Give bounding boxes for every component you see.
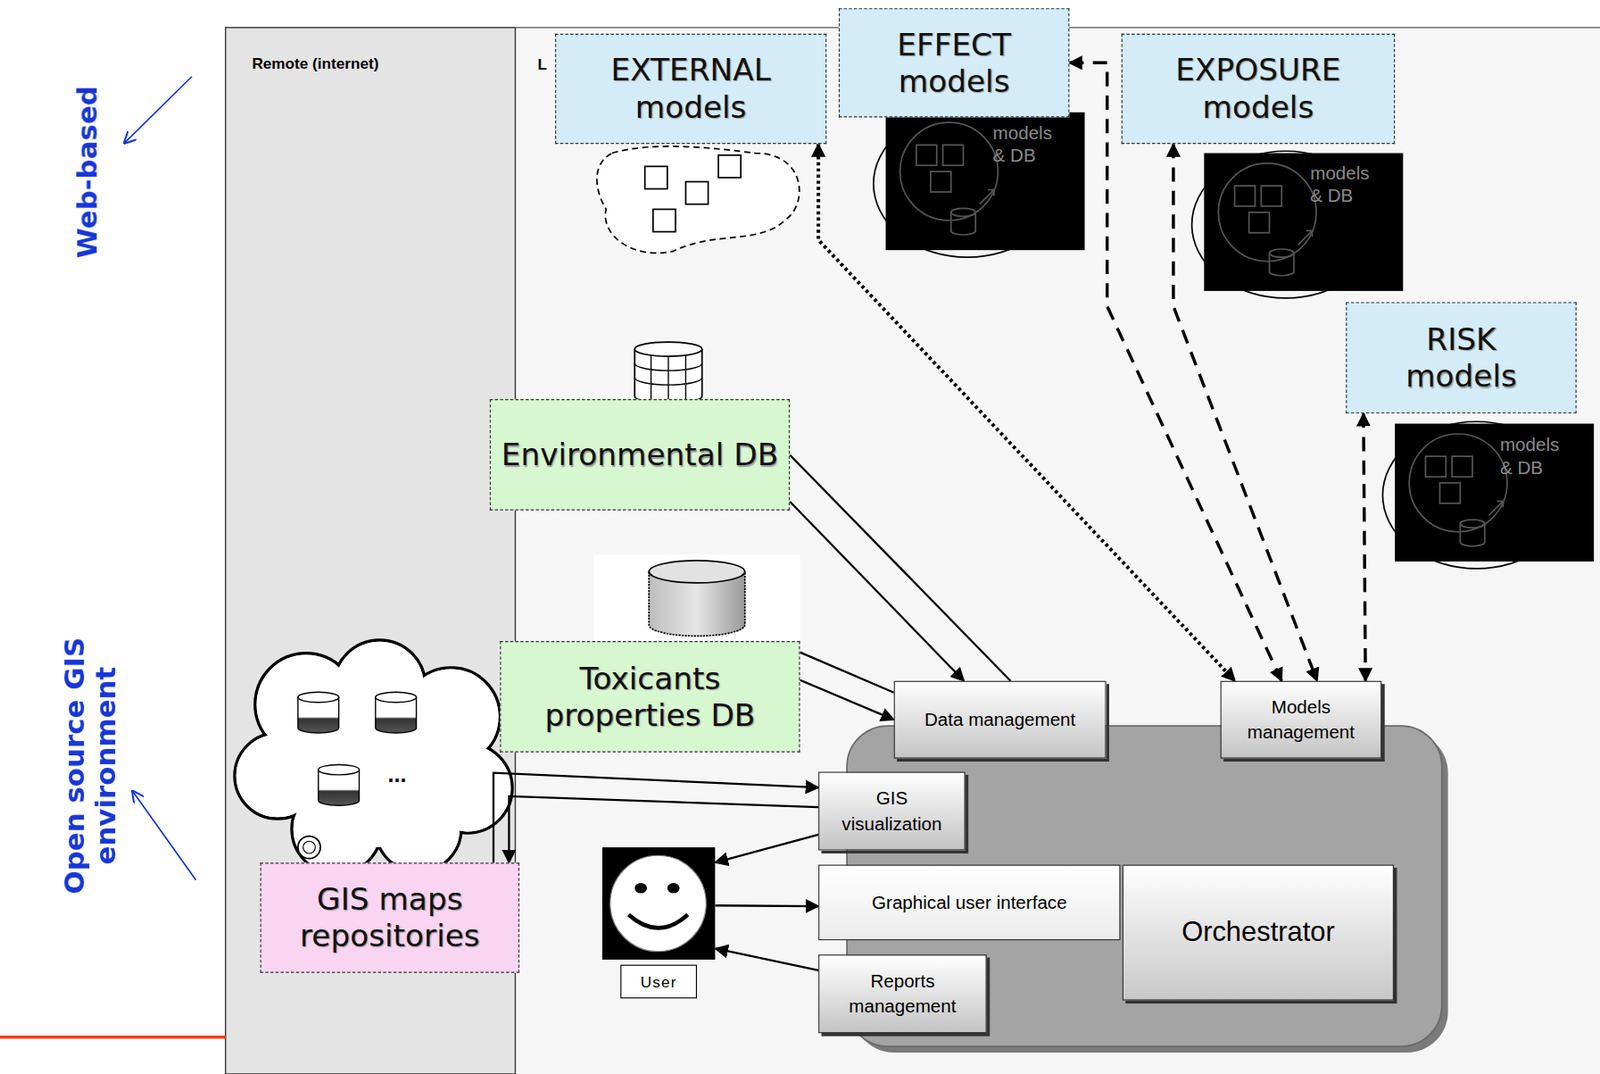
models-db-picture xyxy=(1382,421,1594,569)
node-text: EXTERNAL models xyxy=(578,51,804,125)
external-cloud xyxy=(685,182,708,205)
gis-cloud xyxy=(303,840,316,854)
pointer-arrow xyxy=(124,76,192,143)
gis-cloud xyxy=(236,641,512,872)
grid-database xyxy=(634,341,702,404)
node-text: Orchestrator xyxy=(1181,916,1335,948)
node-text: Data management xyxy=(924,706,1076,732)
face-frame xyxy=(602,846,716,960)
gis-cloud xyxy=(375,691,417,733)
picture-label: models & DB xyxy=(1500,434,1574,479)
node-text: Remote (internet) xyxy=(251,54,515,72)
gis-cloud xyxy=(234,639,513,874)
gis-cloud xyxy=(298,691,340,733)
remote-panel: GIS maps repositories Remote (internet) xyxy=(225,27,516,1074)
module-box: GIS visualization xyxy=(818,770,966,850)
grid-database xyxy=(634,341,702,357)
repository-box: GIS maps repositories xyxy=(260,862,520,972)
node-text: GIS maps repositories xyxy=(271,880,508,954)
picture-label: models & DB xyxy=(993,122,1067,166)
node-text: Graphical user interface xyxy=(871,889,1068,915)
local-area xyxy=(514,27,1600,1074)
connector xyxy=(715,903,819,907)
toxicants-database xyxy=(594,554,801,645)
side-label: Open source GIS environment xyxy=(58,591,122,939)
face-eye xyxy=(667,882,680,893)
module-box: Reports management xyxy=(818,953,987,1033)
external-cloud xyxy=(596,146,800,253)
gis-cloud xyxy=(234,639,513,874)
external-cloud xyxy=(653,208,676,232)
toxicants-database xyxy=(594,554,801,645)
connector xyxy=(1173,143,1318,680)
grid-database xyxy=(634,348,702,404)
node-text: EFFECT models xyxy=(862,25,1046,100)
user-face xyxy=(602,846,716,960)
model-group-box: EXTERNAL models xyxy=(555,33,827,144)
module-box: Data management xyxy=(894,680,1107,759)
side-label: Web-based xyxy=(70,33,103,310)
node-text: EXPOSURE models xyxy=(1144,51,1372,125)
toxicants-database xyxy=(648,560,745,583)
picture-label: models & DB xyxy=(1309,163,1384,208)
node-text: Models management xyxy=(1229,694,1373,745)
connector xyxy=(789,454,1011,680)
area-label: L xyxy=(538,55,548,73)
gis-cloud xyxy=(289,673,463,847)
model-group-box: EXPOSURE models xyxy=(1121,33,1395,144)
node-text: Toxicants properties DB xyxy=(511,659,789,733)
model-group-box: RISK models xyxy=(1345,301,1576,414)
orchestrator-box: Orchestrator xyxy=(1122,864,1394,1001)
database-box: Environmental DB xyxy=(489,398,790,511)
model-group-box: EFFECT models xyxy=(838,8,1070,117)
pointer-arrow xyxy=(132,790,197,879)
connector xyxy=(800,679,895,720)
connector xyxy=(715,834,819,863)
connector xyxy=(789,501,964,681)
node-text: Reports management xyxy=(827,968,978,1019)
node-text: RISK models xyxy=(1369,321,1554,395)
node-text: GIS visualization xyxy=(827,786,956,837)
face-smile xyxy=(628,914,688,929)
face-eye xyxy=(634,882,647,893)
ellipsis-label: ... xyxy=(388,761,407,788)
connector xyxy=(1363,413,1366,681)
models-db-picture xyxy=(1192,150,1404,299)
models-db-picture xyxy=(873,109,1086,257)
module-box: Graphical user interface xyxy=(818,864,1120,941)
face-circle xyxy=(610,854,706,951)
gis-cloud xyxy=(318,763,360,805)
node-text: User xyxy=(620,964,697,999)
connector xyxy=(1069,62,1282,680)
connector xyxy=(715,947,819,970)
node-text: Environmental DB xyxy=(501,436,779,473)
external-cloud xyxy=(645,165,668,189)
module-box: Models management xyxy=(1220,680,1383,759)
external-cloud xyxy=(596,146,800,253)
connectors xyxy=(493,62,1366,970)
database-box: Toxicants properties DB xyxy=(499,640,800,753)
external-cloud xyxy=(718,155,741,178)
accent-line xyxy=(0,1035,226,1038)
user-actor: User xyxy=(602,846,716,998)
grid-database xyxy=(634,354,702,404)
gis-cloud xyxy=(298,836,321,859)
